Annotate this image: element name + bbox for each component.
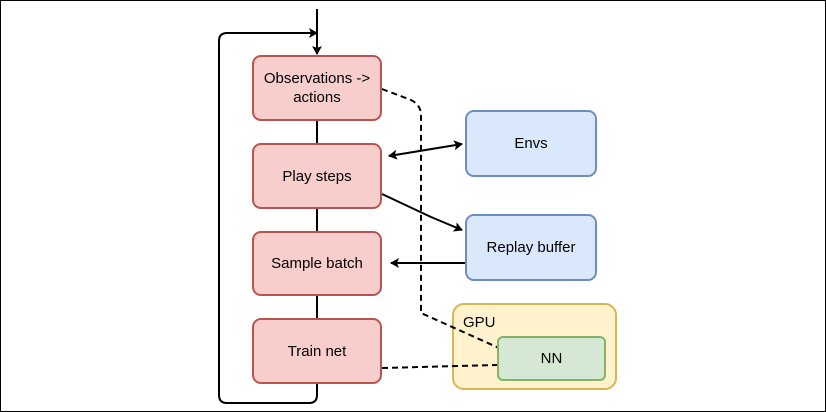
observations-actions-label: Observations -> actions [263, 70, 371, 106]
nn-label: NN [540, 350, 563, 367]
train-net-node: Train net [252, 318, 382, 384]
play-steps-node: Play steps [252, 143, 382, 209]
train-nn-dashed [381, 364, 498, 369]
play-replay-arrow [381, 193, 463, 232]
gpu-label: GPU [463, 314, 496, 331]
nn-node: NN [497, 336, 606, 381]
loop-back-arrow [218, 28, 318, 404]
replay-buffer-node: Replay buffer [465, 214, 597, 281]
observations-actions-node: Observations -> actions [252, 55, 382, 121]
envs-label: Envs [514, 135, 548, 152]
play-steps-label: Play steps [282, 167, 352, 185]
obs-nn-dashed [381, 88, 500, 349]
replay-buffer-label: Replay buffer [486, 239, 576, 256]
play-envs-arrow [388, 140, 463, 160]
train-net-label: Train net [287, 342, 347, 360]
sample-batch-node: Sample batch [252, 231, 382, 296]
envs-node: Envs [465, 110, 597, 177]
sample-batch-label: Sample batch [271, 255, 363, 272]
